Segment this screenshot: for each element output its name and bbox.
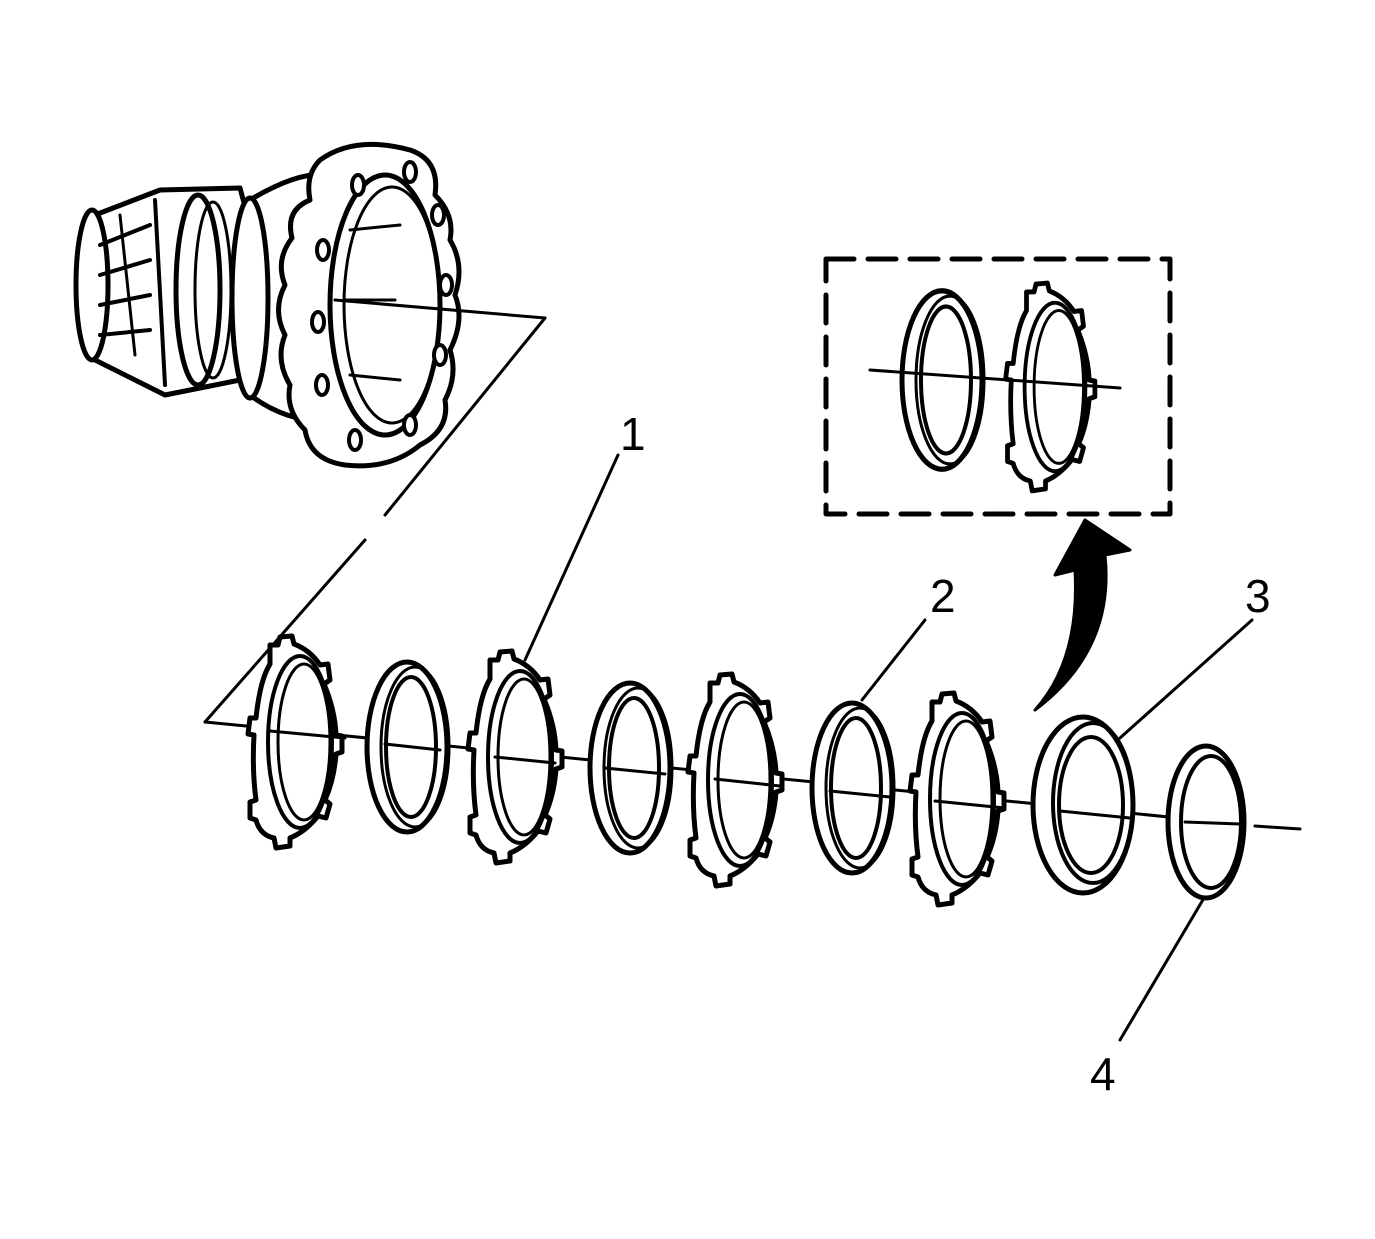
callout-3: 3 (1245, 570, 1271, 622)
inset-clutch-plate (1006, 283, 1095, 491)
steel-plate-3 (812, 703, 894, 873)
curved-arrow-icon (1033, 518, 1132, 712)
leader-line-2 (860, 618, 927, 702)
clutch-plate-4 (910, 693, 1004, 905)
leader-line-1 (523, 453, 620, 662)
leader-line-4 (1118, 896, 1206, 1042)
clutch-pack-parts (248, 636, 1247, 905)
callout-2: 2 (930, 570, 956, 622)
housing-axis-line (333, 298, 547, 320)
axis-leader-line-upper (383, 316, 547, 517)
callout-labels: 1 2 3 4 (620, 408, 1271, 1100)
clutch-plate-2 (468, 651, 562, 863)
callout-leader-lines (523, 453, 1254, 1042)
callout-1: 1 (620, 408, 646, 460)
piston (1030, 714, 1136, 896)
parts-axis-line-dash (1253, 824, 1302, 831)
steel-plate-2 (590, 683, 672, 853)
inset-dashed-frame (823, 256, 1173, 517)
clutch-plate-1 (248, 636, 342, 848)
detail-inset (823, 256, 1173, 517)
inset-steel-plate (902, 291, 984, 470)
inset-axis-line (868, 368, 1122, 390)
leader-line-3 (1118, 618, 1254, 740)
callout-4: 4 (1090, 1048, 1116, 1100)
axis-leader-line-lower (203, 538, 367, 724)
